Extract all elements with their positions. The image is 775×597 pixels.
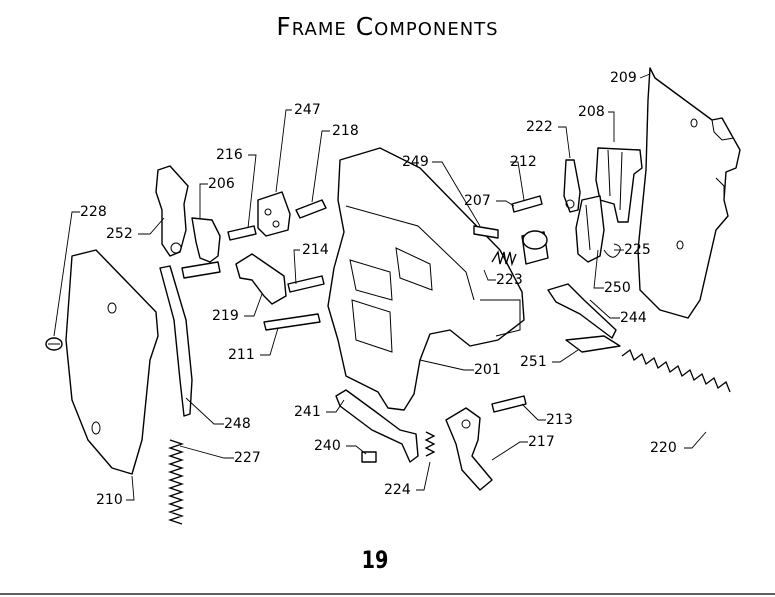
label-252: 252 (106, 226, 133, 242)
label-248: 248 (224, 416, 251, 432)
part-207-bushing (522, 231, 548, 264)
part-217-trigger (446, 408, 492, 490)
part-206-sear (182, 218, 220, 278)
label-251: 251 (520, 354, 547, 370)
part-220-spring (622, 350, 730, 392)
label-244: 244 (620, 310, 647, 326)
label-250: 250 (604, 280, 631, 296)
part-208-frame-latch (596, 148, 642, 222)
label-228: 228 (80, 204, 107, 220)
part-247-plate (258, 192, 290, 236)
part-211-pin (264, 314, 320, 330)
label-247: 247 (294, 102, 321, 118)
label-212: 212 (510, 154, 537, 170)
label-218: 218 (332, 123, 359, 139)
part-240-pin (362, 452, 376, 462)
part-224-spring (426, 432, 434, 456)
label-206: 206 (208, 176, 235, 192)
label-213: 213 (546, 412, 573, 428)
part-214-pin (288, 276, 324, 292)
part-250-lever (576, 196, 604, 262)
part-218-pin (296, 200, 326, 218)
label-214: 214 (302, 242, 329, 258)
label-208: 208 (578, 104, 605, 120)
label-216: 216 (216, 147, 243, 163)
label-223: 223 (496, 272, 523, 288)
part-212-pin (512, 196, 542, 212)
label-240: 240 (314, 438, 341, 454)
part-252-hammer (156, 166, 188, 256)
part-228-screw (46, 338, 62, 350)
label-217: 217 (528, 434, 555, 450)
part-210-left-grip-panel (66, 250, 158, 474)
part-227-spring (170, 440, 182, 524)
part-248-spring-bar (160, 266, 192, 416)
label-220: 220 (650, 440, 677, 456)
label-201: 201 (474, 362, 501, 378)
part-209-right-grip-panel (638, 68, 740, 318)
label-227: 227 (234, 450, 261, 466)
label-211: 211 (228, 347, 255, 363)
part-225-wire-spring (604, 244, 620, 257)
label-222: 222 (526, 119, 553, 135)
page-number: 19 (75, 546, 675, 574)
label-224: 224 (384, 482, 411, 498)
label-207: 207 (464, 193, 491, 209)
part-216-pin (228, 226, 256, 240)
label-219: 219 (212, 308, 239, 324)
part-213-pin (492, 396, 526, 412)
label-225: 225 (624, 242, 651, 258)
label-209: 209 (610, 70, 637, 86)
label-249: 249 (402, 154, 429, 170)
label-210: 210 (96, 492, 123, 508)
part-222-ejector (564, 160, 580, 212)
label-241: 241 (294, 404, 321, 420)
